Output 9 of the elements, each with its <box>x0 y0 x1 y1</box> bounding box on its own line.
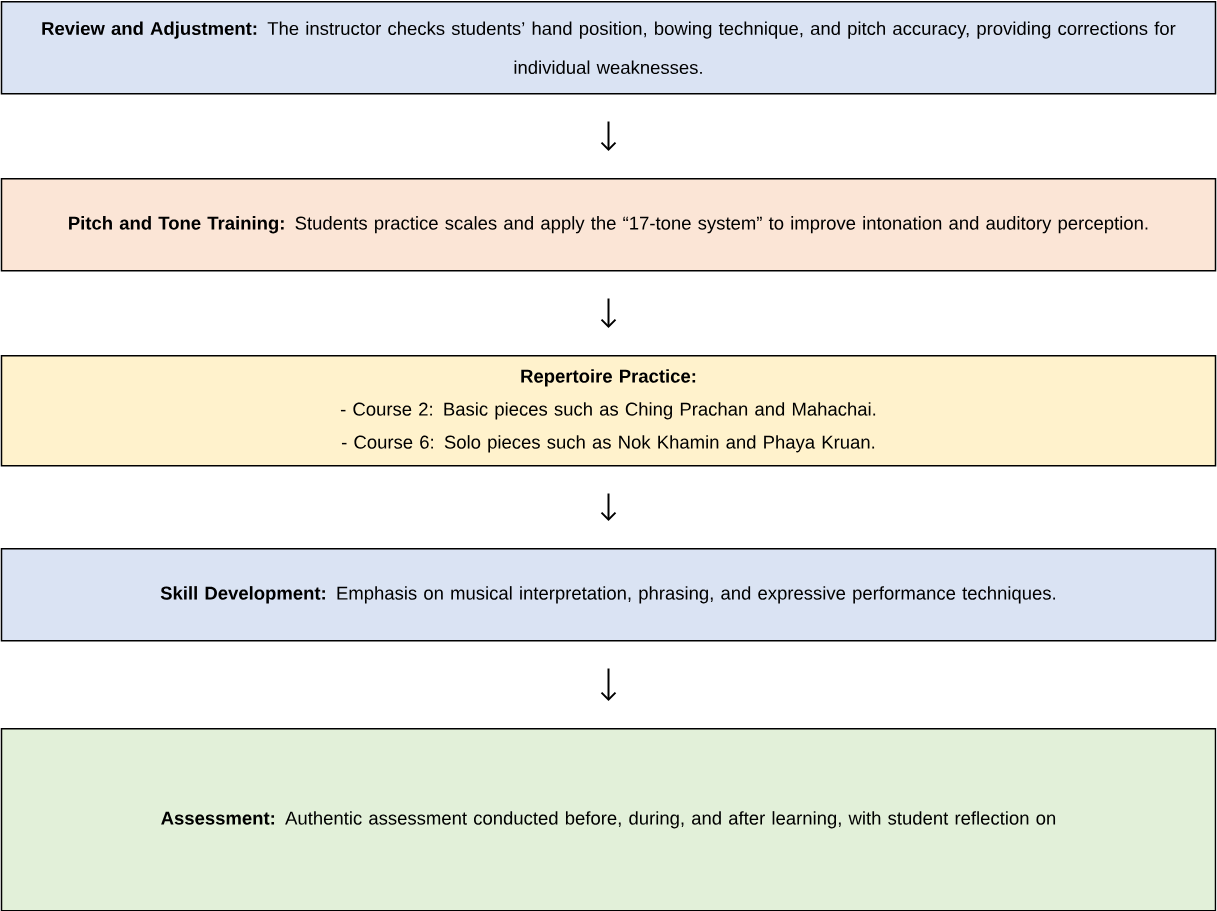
arrow <box>600 120 617 151</box>
arrow <box>600 492 617 521</box>
arrow <box>600 667 617 701</box>
process-box: Pitch and Tone Training: Students practice scales and apply the “17-tone system” to improve intonation and auditory perception. <box>0 178 1217 272</box>
process-box: Skill Development: Emphasis on musical interpretation, phrasing, and expressive performance techniques. <box>0 548 1217 642</box>
arrow <box>600 297 617 328</box>
process-box: Assessment: Authentic assessment conducted before, during, and after learning, with student reflection on <box>0 728 1217 911</box>
process-box: Review and Adjustment: The instructor checks students’ hand position, bowing technique, and pitch accuracy, providing corrections for individual weaknesses. <box>0 1 1217 95</box>
process-box: Repertoire Practice: - Course 2: Basic pieces such as Ching Prachan and Mahachai. - Course 6: Solo pieces such as Nok Khamin and Phaya Kruan. <box>0 355 1217 467</box>
